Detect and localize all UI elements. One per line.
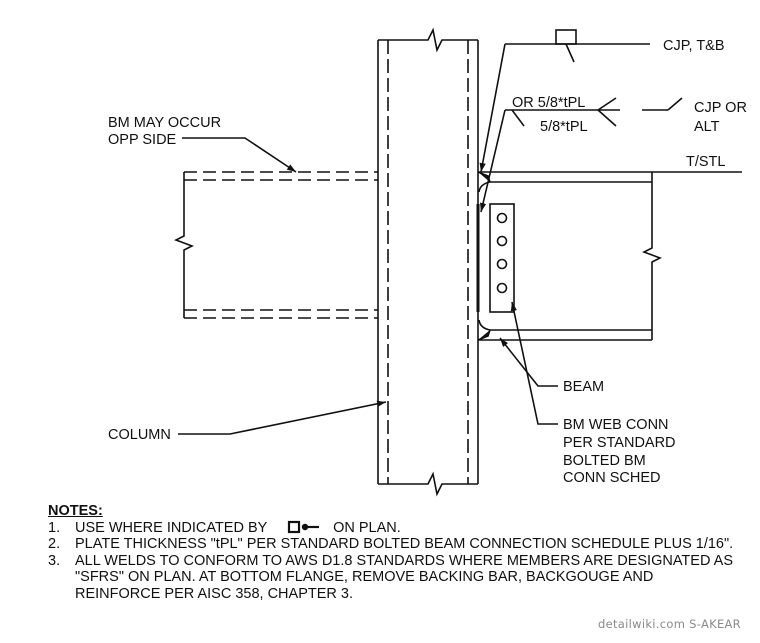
note-1: 1. USE WHERE INDICATED BY ON PLAN.: [48, 520, 738, 537]
beam: [478, 171, 662, 341]
beam-label: BEAM: [563, 379, 604, 395]
note-1-text-after: ON PLAN.: [333, 519, 401, 536]
bottom-flange-weld: [477, 329, 491, 341]
cjp-or-alt-label: CJP OR ALT: [694, 100, 751, 135]
bolt: [496, 282, 508, 294]
fillet-weld-symbol: [479, 97, 683, 213]
note-3: 3. ALL WELDS TO CONFORM TO AWS D1.8 STAN…: [48, 553, 738, 603]
moment-connection-symbol-icon: [287, 520, 320, 533]
note-number: 3.: [48, 552, 61, 569]
notes-section: NOTES: 1. USE WHERE INDICATED BY ON PLAN…: [48, 503, 738, 602]
watermark-credit: detailwiki.com S-AKEAR: [598, 617, 741, 631]
cjp-tb-label: CJP, T&B: [663, 38, 725, 54]
bm-web-conn-leader: [510, 301, 558, 425]
opposite-beam-break-line: [174, 172, 194, 318]
note-number: 2.: [48, 536, 61, 552]
shear-plate: [489, 203, 515, 313]
tpl-label: 5/8*tPL: [540, 119, 588, 135]
bolt-group: [496, 212, 508, 294]
tail: [597, 97, 620, 127]
note-text: ALL WELDS TO CONFORM TO AWS D1.8 STANDAR…: [75, 552, 734, 602]
opposite-side-beam: [184, 171, 378, 319]
note-1-text-before: USE WHERE INDICATED BY: [75, 519, 268, 536]
column: [377, 27, 479, 497]
note-number: 1.: [48, 519, 61, 536]
column-label: COLUMN: [108, 427, 171, 443]
note-2: 2. PLATE THICKNESS "tPL" PER STANDARD BO…: [48, 536, 738, 553]
cjp-weld-symbol: [479, 29, 650, 173]
bolt: [496, 258, 508, 270]
bm-web-conn-label: BM WEB CONN PER STANDARD BOLTED BM CONN …: [563, 417, 680, 486]
or-tpl-label: OR 5/8*tPL: [512, 95, 585, 111]
bolt: [496, 235, 508, 247]
column-leader: [178, 400, 387, 435]
field-weld-flag: [555, 29, 577, 45]
note-text: PLATE THICKNESS "tPL" PER STANDARD BOLTE…: [75, 536, 734, 552]
tstl-label: T/STL: [686, 154, 725, 170]
note-text: USE WHERE INDICATED BY ON PLAN.: [75, 520, 738, 537]
bolt: [496, 212, 508, 224]
bm-may-occur-label: BM MAY OCCUR OPP SIDE: [108, 115, 225, 148]
bm-may-occur-leader: [182, 137, 297, 173]
beam-leader: [499, 337, 558, 387]
notes-title: NOTES:: [48, 503, 103, 519]
